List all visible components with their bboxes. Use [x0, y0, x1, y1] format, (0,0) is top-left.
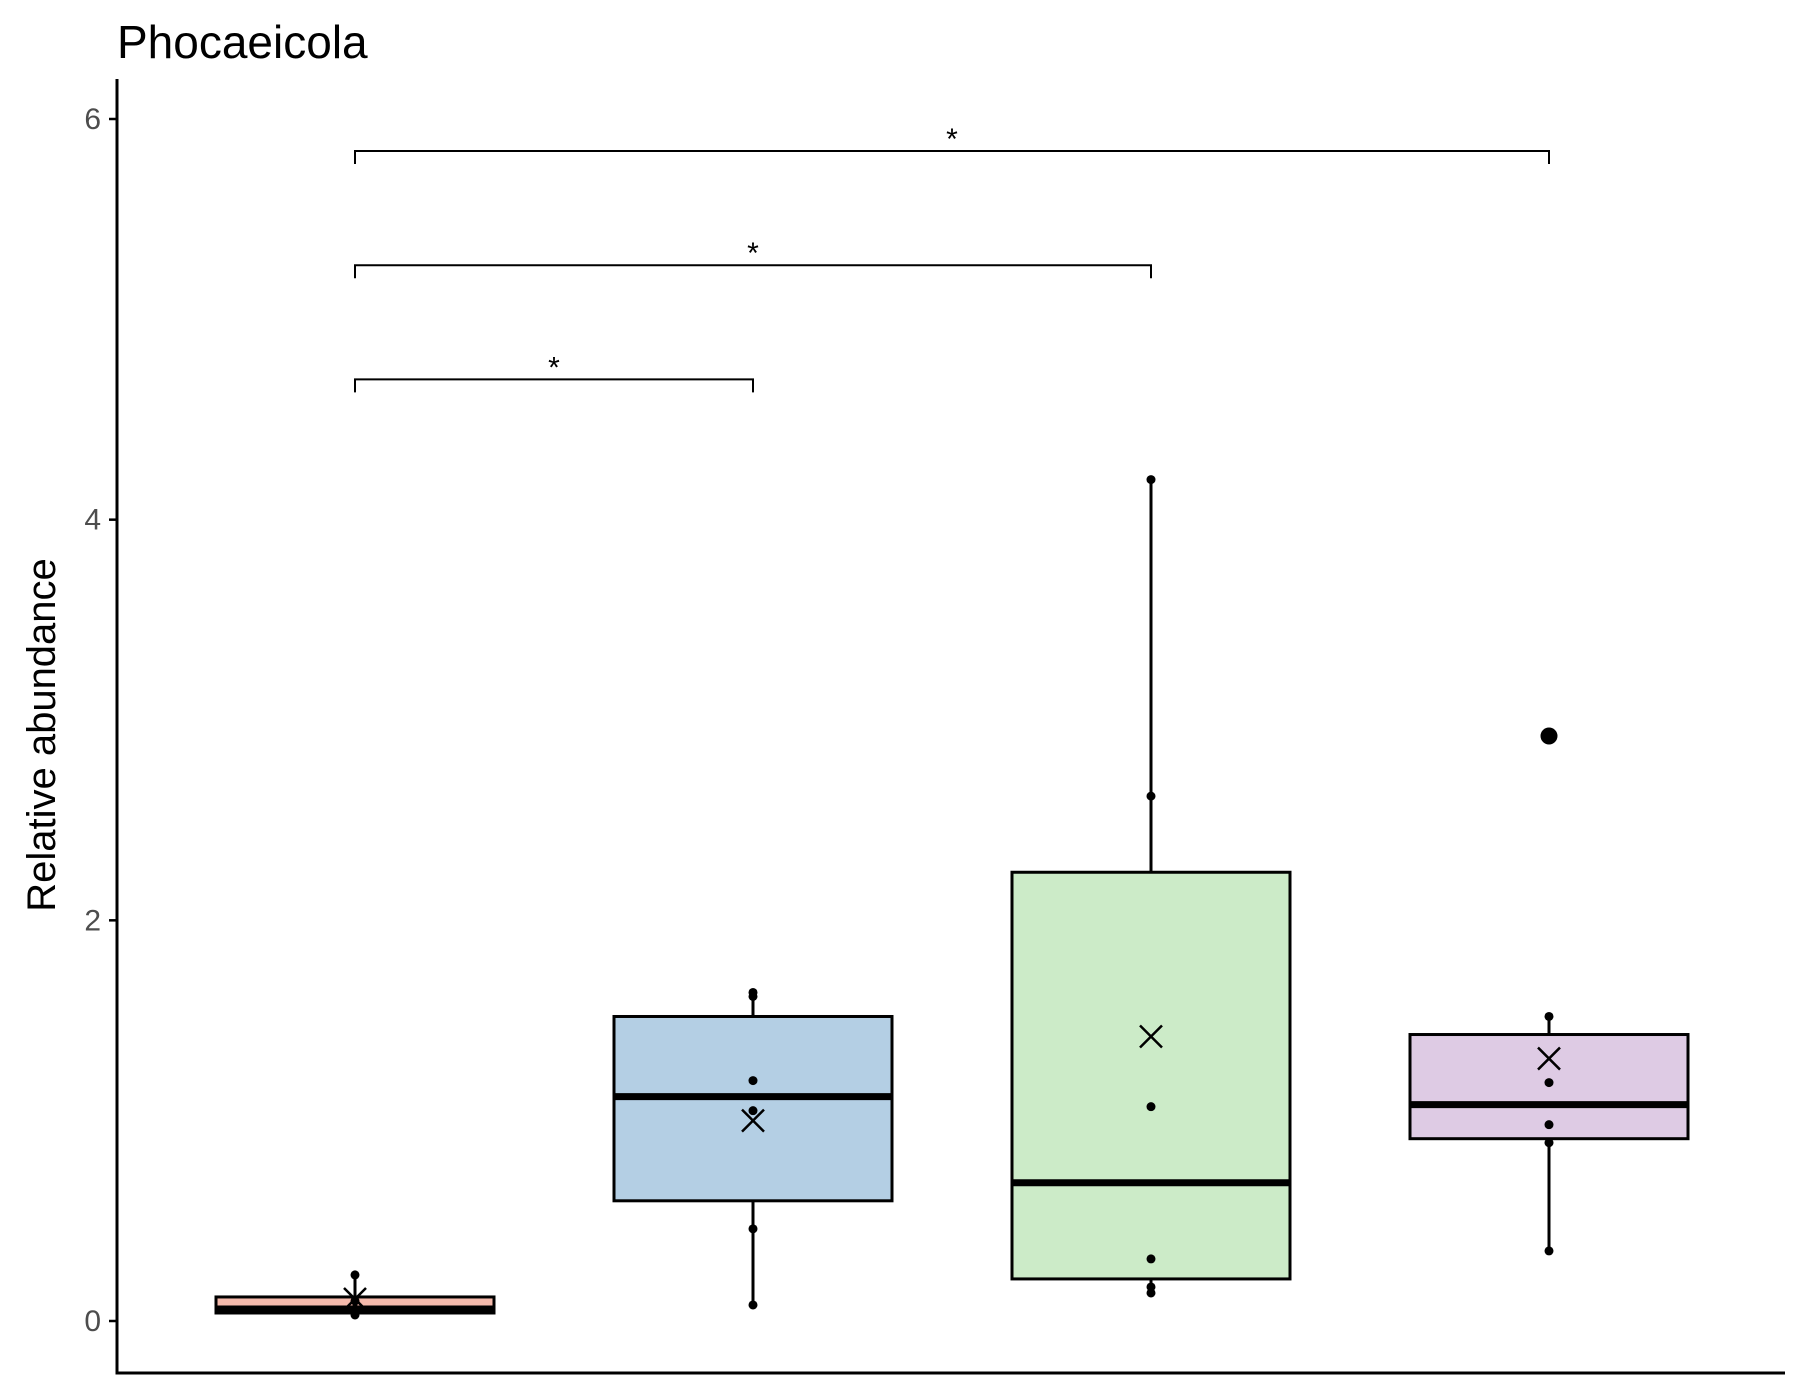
- data-point-4-3: [1544, 1120, 1554, 1130]
- y-tick-label-0: 0: [84, 1305, 101, 1338]
- data-point-1-2: [350, 1296, 360, 1306]
- data-point-3-2: [1146, 791, 1156, 801]
- data-point-1-5: [350, 1310, 360, 1320]
- box-3: [1010, 870, 1292, 1281]
- data-point-4-2: [1544, 1078, 1554, 1088]
- mean-marker-3: [1139, 1024, 1163, 1049]
- data-point-4-5: [1544, 1246, 1554, 1256]
- y-axis-label: Relative abundance: [20, 558, 64, 912]
- significance-bracket-1: [354, 378, 754, 393]
- data-point-3-4: [1146, 1254, 1156, 1264]
- y-tick-label-2: 2: [84, 904, 101, 937]
- significance-bracket-2: [354, 264, 1152, 279]
- y-tick-label-4: 4: [84, 504, 101, 537]
- chart-title: Phocaeicola: [117, 16, 368, 68]
- significance-label-1: *: [548, 351, 560, 384]
- data-point-3-6: [1146, 1288, 1156, 1298]
- data-point-3-3: [1146, 1102, 1156, 1112]
- y-tick-label-6: 6: [84, 103, 101, 136]
- mean-marker-4: [1537, 1046, 1561, 1071]
- outlier-point-4-1: [1540, 727, 1558, 745]
- plot-area: 0 2 4 6 * * *: [84, 79, 1785, 1375]
- data-point-2-2: [748, 991, 758, 1001]
- significance-bracket-3: [354, 150, 1550, 165]
- data-point-2-4: [748, 1106, 758, 1116]
- data-point-2-6: [748, 1300, 758, 1310]
- data-point-4-1: [1544, 1011, 1554, 1021]
- significance-label-3: *: [946, 123, 958, 156]
- mean-marker-2: [741, 1108, 765, 1133]
- data-point-4-4: [1544, 1138, 1554, 1148]
- mean-marker-1: [343, 1287, 367, 1311]
- data-point-2-3: [748, 1076, 758, 1086]
- data-point-1-1: [350, 1270, 360, 1280]
- significance-label-2: *: [747, 237, 759, 270]
- data-point-3-1: [1146, 475, 1156, 485]
- data-point-2-5: [748, 1224, 758, 1234]
